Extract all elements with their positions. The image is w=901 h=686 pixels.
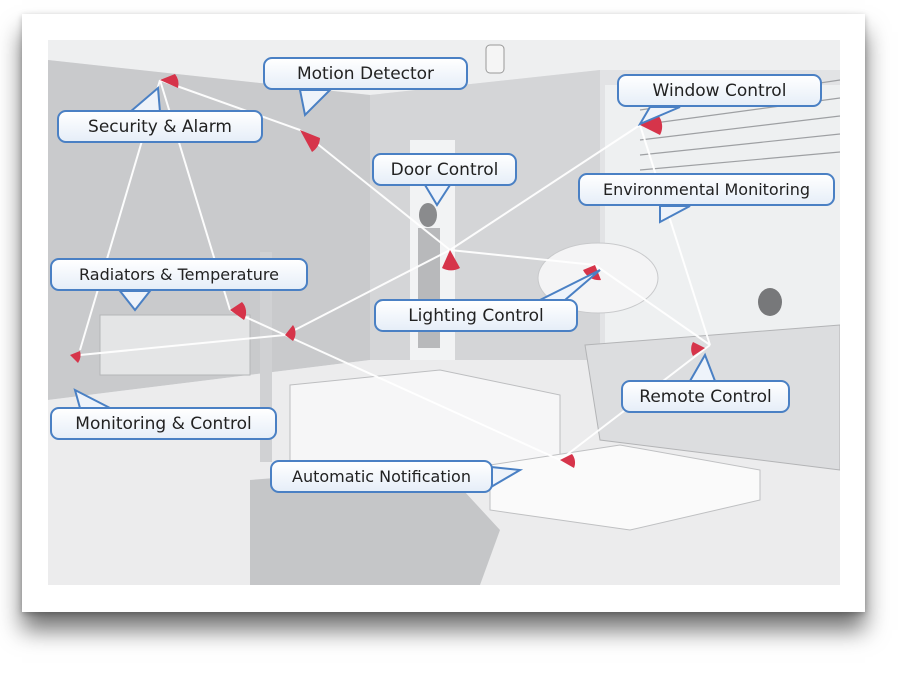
callout-motion-detector: Motion Detector bbox=[263, 57, 468, 90]
sensor-signals bbox=[70, 74, 705, 468]
signal-remote bbox=[691, 342, 705, 356]
signal-monitoring bbox=[70, 351, 81, 363]
callout-security-alarm: Security & Alarm bbox=[57, 110, 263, 143]
person-door bbox=[419, 203, 437, 227]
callout-automatic-notification: Automatic Notification bbox=[270, 460, 493, 493]
callout-remote-control: Remote Control bbox=[621, 380, 790, 413]
callout-monitoring-control: Monitoring & Control bbox=[50, 407, 277, 440]
callout-tails bbox=[73, 85, 717, 489]
signal-lamp bbox=[285, 325, 296, 341]
signal-window bbox=[640, 115, 663, 135]
signal-door bbox=[442, 250, 460, 271]
signal-radiator bbox=[230, 302, 247, 320]
signal-motion bbox=[300, 130, 320, 152]
callout-door-control: Door Control bbox=[372, 153, 517, 186]
callout-lighting-control: Lighting Control bbox=[374, 299, 578, 332]
callout-radiators-temperature: Radiators & Temperature bbox=[50, 258, 308, 291]
foreground-chair bbox=[250, 465, 500, 585]
person-sofa bbox=[758, 288, 782, 316]
signal-security bbox=[160, 74, 179, 88]
motion-sensor-device bbox=[485, 44, 505, 74]
callout-window-control: Window Control bbox=[617, 74, 822, 107]
callout-environmental-monitoring: Environmental Monitoring bbox=[578, 173, 835, 206]
signal-lighting bbox=[583, 265, 601, 281]
signal-notification bbox=[560, 454, 576, 468]
coffee-table bbox=[489, 444, 761, 531]
